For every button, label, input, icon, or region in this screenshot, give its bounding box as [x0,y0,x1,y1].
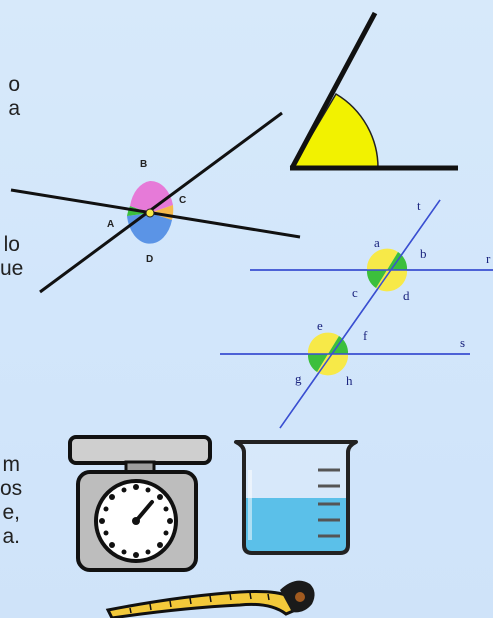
beaker-icon [234,440,358,555]
text-fragment-3: lo [3,233,20,256]
label-h: h [346,373,353,388]
scale-icon [68,435,212,572]
text-fragment-6: os [0,477,23,500]
label-g: g [295,371,302,386]
text-fragment-5: m [2,453,21,476]
measuring-tape-icon [105,580,315,618]
label-a: a [374,235,380,250]
intersecting-lines-icon: A B C D [10,111,301,294]
label-D: D [146,254,153,265]
label-f: f [363,328,368,343]
label-C: C [179,195,186,206]
label-d: d [403,288,410,303]
label-e: e [317,318,323,333]
text-fragment-2: a [8,97,20,120]
text-fragment-7: e, [2,501,20,524]
label-r: r [486,251,491,266]
label-b: b [420,246,427,261]
label-c: c [352,285,358,300]
label-s: s [460,335,465,350]
angle-icon [289,11,458,171]
label-t: t [417,198,421,213]
text-fragment-4: ue [0,257,24,280]
text-fragment-1: o [8,73,20,96]
label-B: B [140,159,147,170]
text-fragment-8: a. [2,525,20,548]
parallel-lines-transversal-icon: t r s a b c d e f g h [220,198,493,429]
label-A: A [107,219,114,230]
